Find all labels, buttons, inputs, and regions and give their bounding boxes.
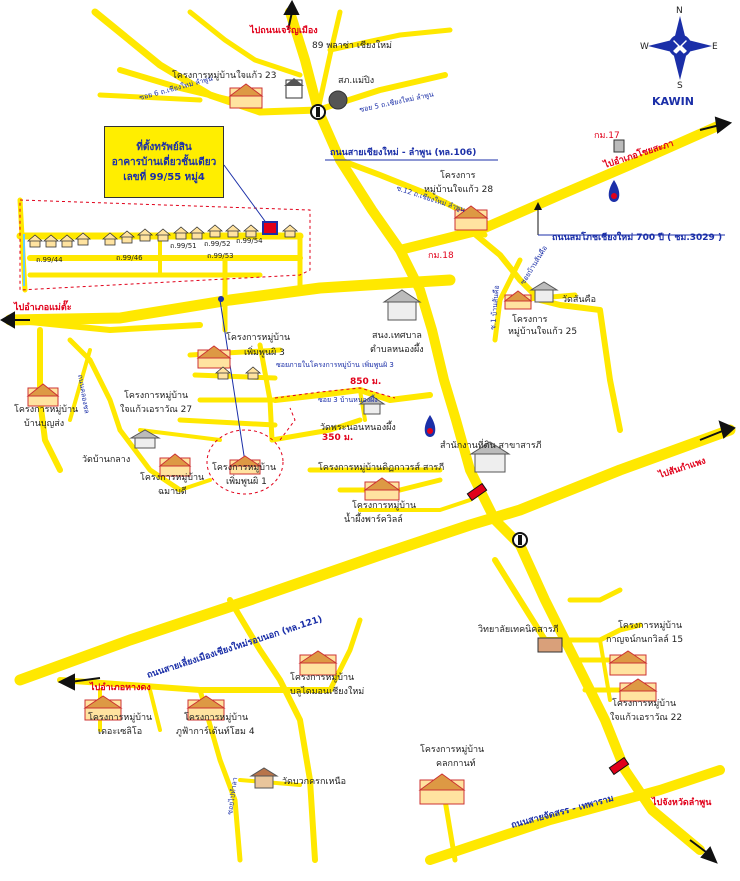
property-address: เลขที่ 99/55 หมู่4 <box>123 171 205 183</box>
distance-850: 850 ม. <box>350 377 381 387</box>
place-wat-nongphueng: วัดพระนอนหนองผึ้ง <box>320 420 396 433</box>
place-bunsong-b: บ้านบุญส่ง <box>24 418 64 429</box>
place-jaikaew25b: หมู่บ้านใจแก้ว 25 <box>508 326 577 337</box>
place-jaikaew28a: โครงการ <box>440 170 476 181</box>
place-college: วิทยาลัยเทคนิคสารภี <box>478 624 559 635</box>
lot-labels: ถ.99/44 ถ.99/46 ถ.99/51 ถ.99/52 ถ.99/53 … <box>36 237 263 264</box>
place-permpoon3b: เพิ่มพูนผิ 3 <box>244 345 285 358</box>
railway-crossing-icons <box>466 482 630 776</box>
lot-53: ถ.99/53 <box>207 252 234 260</box>
place-kanchana-a: โครงการหมู่บ้าน <box>618 620 682 631</box>
place-wat-bottom: วัดบวกครกเหนือ <box>282 776 346 787</box>
place-jaikaew27b: ใจแก้วเอราวัณ 27 <box>120 404 192 415</box>
road-106: ถนนสายเชียงใหม่ - ลำพูน (ทล.106) <box>330 146 476 158</box>
distance-350: 350 ม. <box>322 433 353 443</box>
property-marker <box>262 221 278 235</box>
place-wat-ban-klang: วัดบ้านกลาง <box>82 454 130 465</box>
place-jaikaew27a: โครงการหมู่บ้าน <box>124 390 188 401</box>
place-plaza: 89 พลาซ่า เชียงใหม่ <box>312 40 392 51</box>
km-18: กม.18 <box>428 251 454 261</box>
village-icons <box>26 83 658 805</box>
place-permpoon3a: โครงการหมู่บ้าน <box>226 332 290 343</box>
place-jaikaew22b: ใจแก้วเอราวัณ 22 <box>610 712 682 723</box>
compass-s: S <box>677 81 683 91</box>
dir-top: ไปถนนเจริญเมือง <box>249 24 318 36</box>
km-17: กม.17 <box>594 131 620 141</box>
place-land-office: สำนักงานที่ดิน สาขาสารภี <box>440 438 542 451</box>
place-jaikaew28b: หมู่บ้านใจแก้ว 28 <box>424 184 493 195</box>
landmark-buildings <box>129 78 625 789</box>
property-type: อาคารบ้านเดี่ยวชั้นเดียว <box>111 156 217 168</box>
place-permpoon1a: โครงการหมู่บ้าน <box>212 462 276 473</box>
brand-label: KAWIN <box>652 95 694 108</box>
lot-46: ถ.99/46 <box>116 254 143 262</box>
traffic-lights <box>310 104 528 548</box>
property-houses <box>26 224 299 380</box>
road-3029: ถนนสมโภชเชียงใหม่ 700 ปี ( ชม.3029 ) <box>552 231 722 243</box>
place-namphueng-b: น้ำผึ้งพาร์ควิลล์ <box>344 512 403 525</box>
property-info-box: ที่ตั้งทรัพย์สิน อาคารบ้านเดี่ยวชั้นเดีย… <box>104 126 224 198</box>
km-labels: กม.17 กม.18 850 ม. 350 ม. <box>322 131 620 443</box>
place-phufa-b: ภูฟ้าการ์เด้นท์โฮม 4 <box>176 725 255 737</box>
lot-54: ถ.99/54 <box>236 237 263 245</box>
pointer-permpoon1 <box>219 299 246 463</box>
compass-w: W <box>640 42 649 52</box>
place-boonlai-b: บลูไดมอนเชียงใหม่ <box>290 686 364 697</box>
gas-station-icons <box>424 180 620 437</box>
property-title: ที่ตั้งทรัพย์สิน <box>136 141 192 153</box>
distance-markers <box>206 387 396 495</box>
place-hospital-a: สนง.เทศบาล <box>372 331 422 341</box>
road-soi3: ซอย 3 บ้านหนองผึ้ง <box>318 393 378 404</box>
place-jaikaew23: โครงการหมู่บ้านใจแก้ว 23 <box>172 70 277 81</box>
lot-44: ถ.99/44 <box>36 256 63 264</box>
property-area-boundary <box>19 199 311 291</box>
dir-left-bottom: ไปอำเภอหางดง <box>89 681 151 693</box>
place-kanchana-b: กาญจน์กนกวิลล์ 15 <box>606 633 683 645</box>
place-phufa-a: โครงการหมู่บ้าน <box>184 712 248 723</box>
place-chamadi-a: โครงการหมู่บ้าน <box>140 472 204 483</box>
place-jaikaew22a: โครงการหมู่บ้าน <box>612 698 676 709</box>
lot-51: ถ.99/51 <box>170 242 197 250</box>
place-namphueng-a: โครงการหมู่บ้าน <box>352 500 416 511</box>
compass-e: E <box>712 42 718 52</box>
place-police: สภ.แม่ปิง <box>338 75 374 86</box>
place-dilok: โครงการหมู่บ้านดิฏกาวรส์ สารภี <box>318 461 444 473</box>
road-project: ซอยภายในโครงการหมู่บ้าน เพิ่มพูนผิ 3 <box>276 360 394 369</box>
place-dasel-b: เดอะเซลิโอ <box>98 726 142 737</box>
place-kholkanot-b: คลกกานท์ <box>436 757 476 769</box>
place-hospital-b: ตำบลหนองผึ้ง <box>370 342 424 355</box>
place-boonlai-a: โครงการหมู่บ้าน <box>290 672 354 683</box>
place-chamadi-b: ฉมาบดี <box>158 486 187 497</box>
place-permpoon1b: เพิ่มพูนผิ 1 <box>226 474 267 487</box>
place-dasel-a: โครงการหมู่บ้าน <box>88 712 152 723</box>
compass-n: N <box>676 6 683 16</box>
place-wat-sankhue: วัดสันคือ <box>562 294 596 305</box>
road-sankhue: ซอยบ้านสันคือ <box>519 244 549 286</box>
place-labels: 89 พลาซ่า เชียงใหม่ สภ.แม่ปิง โครงการหมู… <box>14 40 683 787</box>
dir-right-bottom: ไปจังหวัดลำพูน <box>651 796 712 808</box>
place-jaikaew25a: โครงการ <box>512 314 548 325</box>
road-sankhue2: ซ.1 บ้านสันคือ <box>489 285 501 330</box>
pointer-property <box>223 164 271 229</box>
place-kholkanot-a: โครงการหมู่บ้าน <box>420 744 484 755</box>
road-bottom: ถนนสายจัดสรร - เทพาราม <box>510 793 615 831</box>
compass-rose: N S E W <box>640 6 718 91</box>
lot-52: ถ.99/52 <box>204 240 231 248</box>
place-bunsong-a: โครงการหมู่บ้าน <box>14 404 78 415</box>
direction-arrows <box>0 0 736 864</box>
dir-left: ไปอำเภอแม่ตั๊ะ <box>13 300 72 313</box>
